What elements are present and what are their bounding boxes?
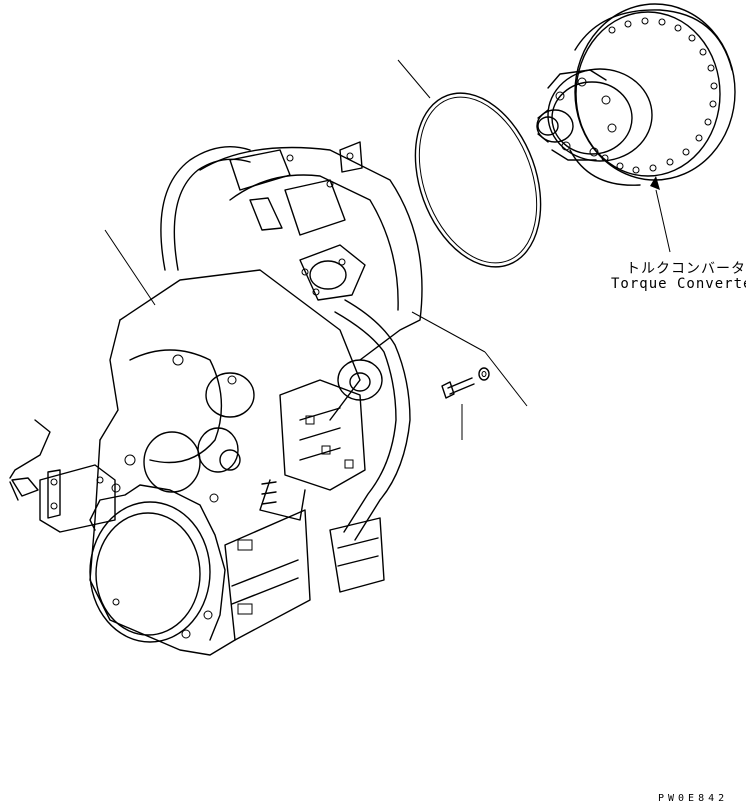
torque-converter	[536, 3, 736, 186]
torque-converter-label-jp: トルクコンバータ	[626, 261, 746, 277]
o-ring	[414, 92, 542, 268]
ring-gear-teeth	[601, 17, 718, 174]
leader-lines	[104, 59, 671, 440]
washer	[478, 367, 490, 381]
drawing-code: PW0E842	[658, 793, 729, 804]
mounting-bolt	[441, 377, 475, 399]
torque-converter-label-en: Torque Converter	[611, 276, 746, 292]
transmission-housing	[9, 141, 423, 656]
